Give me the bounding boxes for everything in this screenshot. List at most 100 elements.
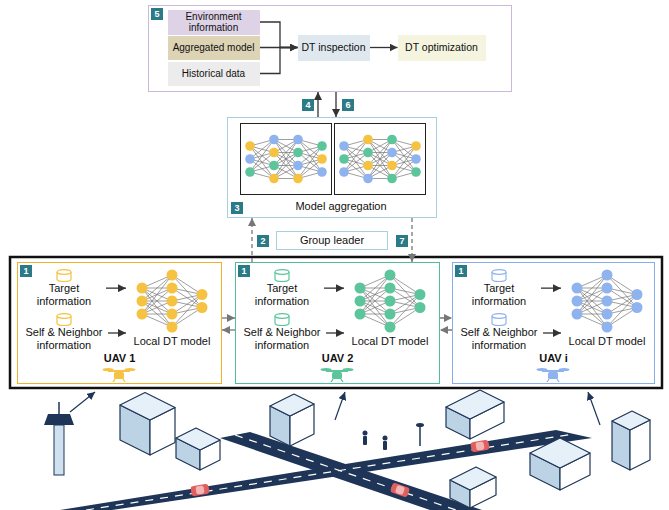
nn-neuron [245,154,255,164]
nn-neuron [385,322,396,333]
database-icon [55,269,73,282]
callout-number: 7 [396,235,408,247]
nn-neuron [197,302,208,313]
nn-neuron [387,161,397,171]
nn-neuron [245,141,255,151]
connector [108,332,126,333]
aggregated-network-icon [334,123,426,195]
road [220,432,482,510]
drone-icon [537,368,548,371]
nn-neuron [339,154,349,164]
drone-icon [547,379,549,382]
uav-box: Target informationSelf & Neighbor inform… [235,262,440,384]
node-label: Aggregated model [173,42,255,54]
node-label: Group leader [300,234,364,247]
aggregated-network-icon [335,124,426,195]
nn-neuron [355,296,366,307]
drone-icon [102,367,136,382]
nn-neuron [317,154,327,164]
nn-neuron [293,148,303,158]
nn-neuron [245,167,255,177]
neural-network-icon [350,267,430,335]
database-icon [55,313,73,326]
connector [106,287,126,288]
connector [260,48,298,74]
input-box: Environment information [168,10,260,35]
connector [370,47,398,48]
nn-neuron [411,141,421,151]
callout-number: 3 [231,202,243,214]
nn-neuron [137,309,148,320]
connector [541,287,561,288]
nn-link [360,288,390,327]
nn-neuron [572,283,583,294]
drone-icon [125,368,136,371]
nn-neuron [167,322,178,333]
nn-neuron [269,174,279,184]
building [450,467,496,490]
node-label: Environment information [171,11,257,34]
nn-neuron [355,283,366,294]
nn-neuron [415,289,426,300]
nn-link [577,288,607,327]
nn-neuron [137,296,148,307]
connector [543,332,561,333]
nn-neuron [269,135,279,145]
node-label: Self & Neighbor information [456,326,542,351]
nn-neuron [385,270,396,281]
building [530,438,590,468]
node-label: Self & Neighbor information [239,326,325,351]
drone-icon [123,379,125,382]
car [470,440,489,453]
uplink-arrow [335,392,345,420]
nn-link [274,140,298,179]
callout-number: 1 [20,265,32,277]
person [363,436,367,445]
building [446,390,504,419]
database-icon [492,314,506,319]
connector [324,287,344,288]
nn-neuron [167,270,178,281]
nn-neuron [385,309,396,320]
connector [251,218,252,262]
database-icon [490,313,508,326]
nn-link [577,275,607,314]
node-label: DT optimization [405,41,478,53]
node-label: Target information [241,282,323,307]
nn-neuron [293,135,303,145]
local-model: Local DT model [126,267,218,353]
node-label: UAV i [453,352,654,365]
uav-group-frame [10,257,662,388]
uplink-arrow [588,392,600,425]
drone-icon [114,372,124,379]
data-source: Self & Neighbor information [455,313,543,353]
node-label: UAV 1 [18,352,221,365]
drone-icon [557,379,559,382]
node-label: Self & Neighbor information [21,326,107,351]
road [235,435,456,510]
nn-neuron [411,167,421,177]
drone-icon [559,368,570,371]
callout-number: 5 [151,8,163,20]
input-box: Aggregated model [168,36,260,60]
car [190,484,209,497]
database-icon [273,313,291,326]
callout-number: 2 [257,235,269,247]
connector [222,329,235,330]
nn-neuron [317,167,327,177]
nn-neuron [385,283,396,294]
street-lamp [419,426,421,446]
drone-icon [332,372,342,379]
control-tower [58,402,60,414]
database-icon [57,314,71,319]
local-model: Local DT model [344,267,436,353]
node-label: DT inspection [301,41,365,53]
nn-neuron [387,135,397,145]
drone-icon [548,372,558,379]
person [383,441,387,450]
nn-neuron [602,296,613,307]
connector [411,218,412,262]
nn-neuron [572,296,583,307]
nn-link [360,275,390,314]
database-icon [273,269,291,282]
